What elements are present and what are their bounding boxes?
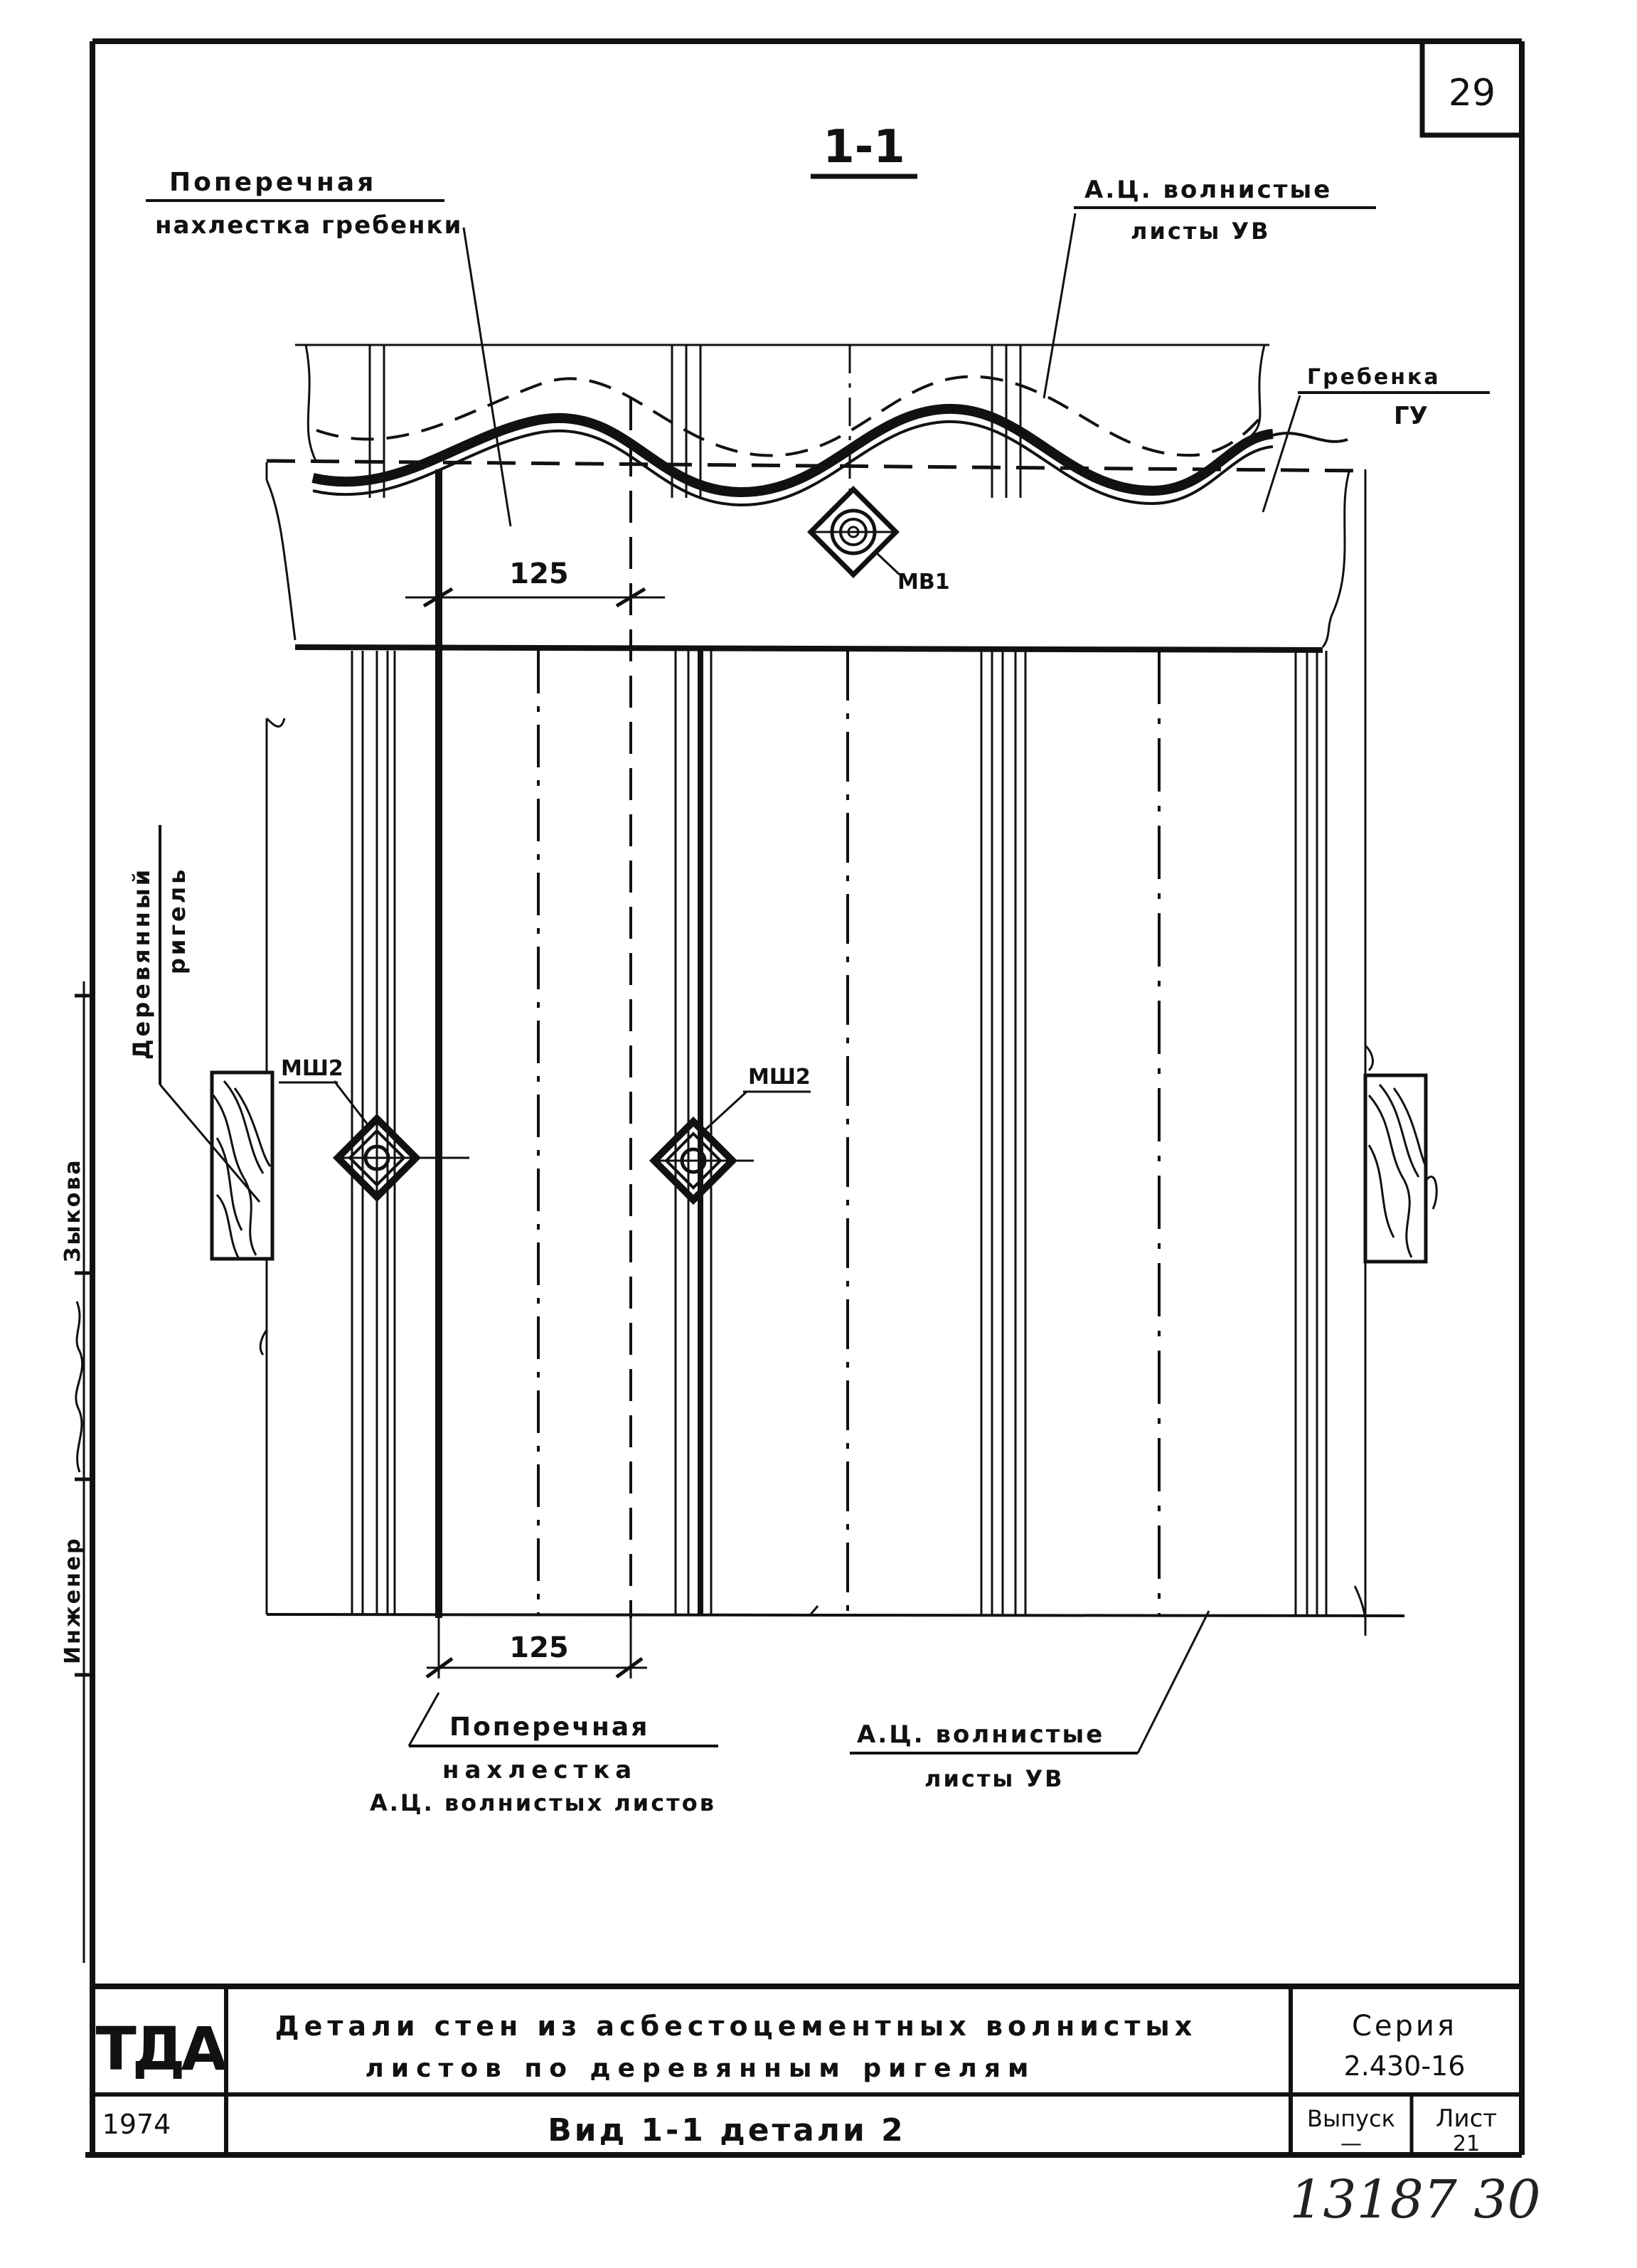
leader-overlap-comb <box>462 227 512 527</box>
wooden-girt-left <box>210 1070 274 1261</box>
label-bottom-overlap-line3: А.Ц. волнистых листов <box>370 1789 716 1816</box>
sheet-label: Лист <box>1436 2104 1497 2133</box>
side-stamp: Инженер Зыкова <box>60 981 91 1963</box>
label-bottom-sheets-line1: А.Ц. волнистые <box>857 1720 1104 1749</box>
fastener-msh2-mid <box>649 1116 754 1205</box>
dimension-top <box>405 587 665 608</box>
leader-mv1 <box>873 550 901 576</box>
leader-wooden-girt <box>159 1084 261 1203</box>
break-mark-left <box>259 1329 268 1356</box>
sheet-bottom-edge <box>266 1613 1405 1617</box>
sheet-number: 29 <box>1449 72 1495 115</box>
side-stamp-role2: Зыкова <box>60 1158 85 1262</box>
dimension-bottom-value: 125 <box>509 1631 569 1664</box>
label-sheets-top-line2: листы УВ <box>1131 218 1271 245</box>
leader-msh2-left <box>333 1080 371 1128</box>
wooden-girt-right <box>1363 1073 1438 1264</box>
leader-msh2-mid <box>703 1090 748 1132</box>
drawing-title-line2: листов по деревянным ригелям <box>366 2054 1036 2083</box>
series-value: 2.430-16 <box>1344 2050 1466 2082</box>
wave-profile <box>311 403 1348 507</box>
label-overlap-comb-line1: Поперечная <box>169 168 376 197</box>
label-fastener-msh2-left: МШ2 <box>281 1056 343 1081</box>
side-stamp-role1: Инженер <box>60 1536 85 1664</box>
sheet-corrugations <box>265 345 1367 1636</box>
drawing-title-line1: Детали стен из асбестоцементных волнисты… <box>275 2011 1198 2042</box>
fastener-mv1 <box>807 486 900 578</box>
label-sheets-top-line1: А.Ц. волнистые <box>1084 176 1332 204</box>
label-overlap-comb-line2: нахлестка гребенки <box>155 211 462 240</box>
label-bottom-sheets-line2: листы УВ <box>924 1765 1065 1792</box>
title-block-frame <box>92 1984 1522 2155</box>
dimension-top-value: 125 <box>509 558 569 590</box>
label-bottom-overlap-line2: нахлестка <box>442 1756 637 1784</box>
svg-text:ригель: ригель <box>164 867 191 974</box>
label-wooden-girt: Деревянный ригель <box>128 867 191 1060</box>
year: 1974 <box>102 2109 171 2140</box>
ridge-comb <box>265 459 1370 653</box>
svg-text:Деревянный: Деревянный <box>128 867 155 1060</box>
issue-value: — <box>1340 2131 1362 2156</box>
dimension-bottom <box>425 1614 647 1679</box>
sheet-bottom-break <box>809 1605 819 1615</box>
leader-ridge <box>1262 395 1301 513</box>
label-ridge-line1: Гребенка <box>1307 365 1441 390</box>
upper-sheet-outline <box>295 344 1269 463</box>
label-fastener-msh2-mid: МШ2 <box>748 1065 811 1090</box>
label-bottom-overlap-line1: Поперечная <box>449 1713 649 1742</box>
leader-sheets-top <box>1043 213 1077 399</box>
series-label: Серия <box>1352 2010 1457 2043</box>
label-fastener-mv1: МВ1 <box>897 570 950 595</box>
drawing-subtitle: Вид 1-1 детали 2 <box>548 2112 906 2149</box>
break-mark-right <box>1364 1044 1374 1072</box>
sheet-frame <box>85 38 1525 2158</box>
handwritten-inventory-note: 13187 30 <box>1289 2169 1540 2230</box>
leader-bottom-sheets <box>1136 1610 1210 1754</box>
leader-bottom-overlap <box>407 1692 440 1747</box>
section-title: 1-1 <box>823 121 905 174</box>
label-ridge-line2: ГУ <box>1394 402 1428 430</box>
sheet-value: 21 <box>1453 2131 1480 2156</box>
fastener-msh2-left <box>332 1113 469 1203</box>
signature <box>75 1301 84 1473</box>
logo-tda: ТДА <box>95 2014 227 2084</box>
issue-label: Выпуск <box>1307 2105 1395 2132</box>
